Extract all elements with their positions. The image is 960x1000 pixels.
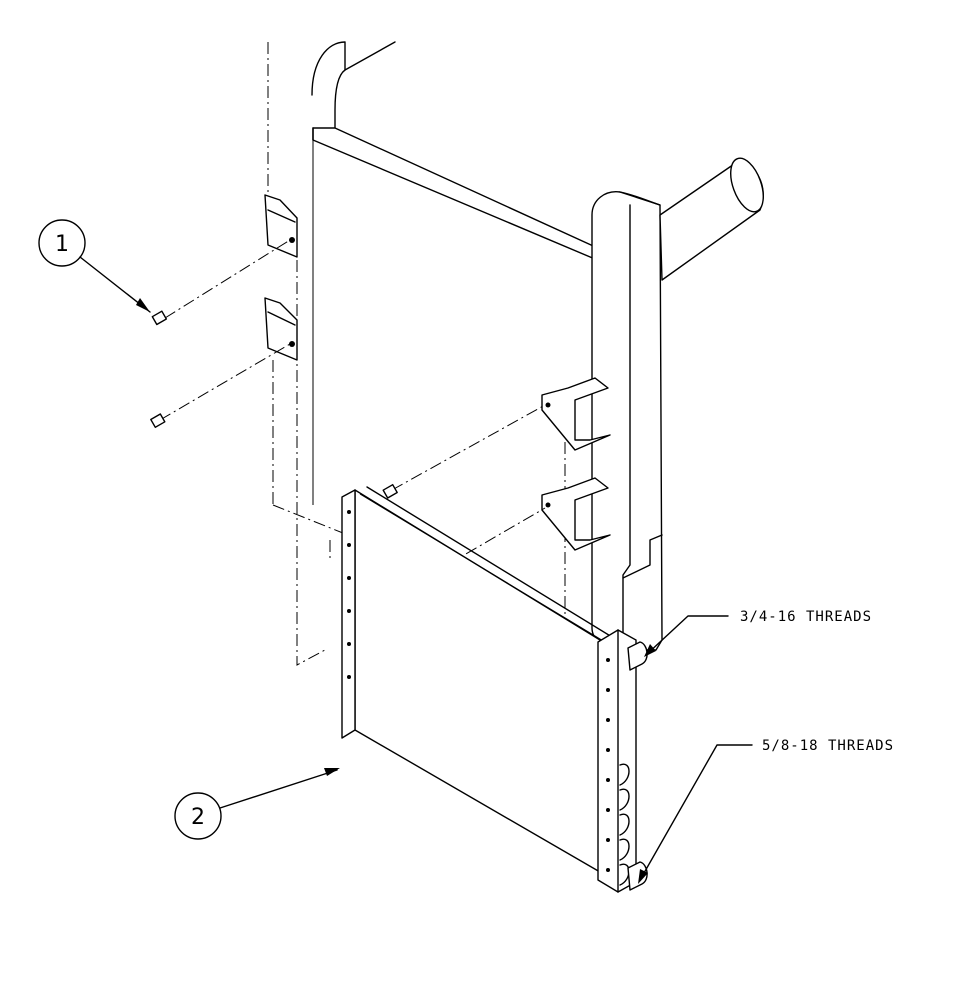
callout-2-label: 2: [191, 805, 205, 830]
upper-port-fitting: [627, 641, 648, 671]
callout-1: 1: [38, 219, 151, 313]
lower-port-thread-label: 5/8-18 THREADS: [762, 738, 894, 754]
bolt-2: [150, 413, 166, 429]
right-upper-bracket: [541, 377, 611, 451]
upper-port-thread-label: 3/4-16 THREADS: [740, 609, 872, 625]
callout-2: 2: [174, 768, 340, 840]
left-lower-bracket: [264, 297, 298, 361]
upper-port-note: 3/4-16 THREADS: [644, 609, 872, 657]
bolt-3: [382, 483, 398, 499]
left-upper-bracket: [264, 194, 298, 258]
right-lower-bracket: [541, 477, 611, 551]
cooler-core: [296, 260, 648, 893]
lower-port-note: 5/8-18 THREADS: [638, 738, 894, 884]
callout-1-label: 1: [55, 232, 69, 257]
bolt-1: [151, 310, 168, 326]
